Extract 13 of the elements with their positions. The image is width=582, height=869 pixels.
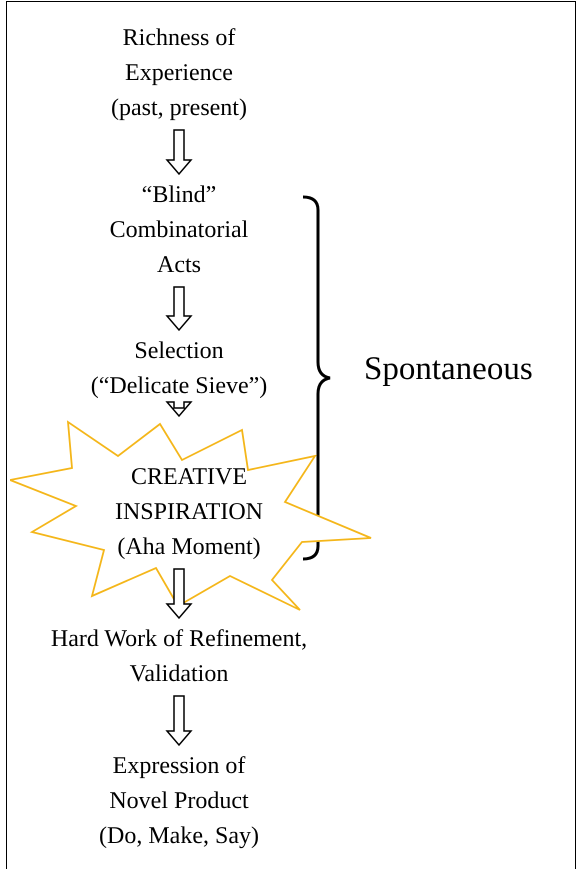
step-text: Expression of Novel Product (Do, Make, Say) bbox=[98, 752, 260, 851]
step-text: “Blind” Combinatorial Acts bbox=[108, 181, 250, 280]
bracket-label: Spontaneous bbox=[364, 351, 533, 388]
block-arrow bbox=[165, 568, 193, 620]
step-text: Selection (“Delicate Sieve”) bbox=[90, 337, 268, 401]
block-arrow bbox=[165, 129, 193, 176]
highlight-text: CREATIVE INSPIRATION (Aha Moment) bbox=[114, 463, 264, 562]
step-text: Hard Work of Refinement, Validation bbox=[50, 625, 308, 689]
step-text: Richness of Experience (past, present) bbox=[110, 24, 248, 123]
block-arrow bbox=[165, 401, 193, 418]
block-arrow bbox=[165, 286, 193, 332]
block-arrow bbox=[165, 695, 193, 746]
starburst-shape bbox=[10, 420, 372, 612]
